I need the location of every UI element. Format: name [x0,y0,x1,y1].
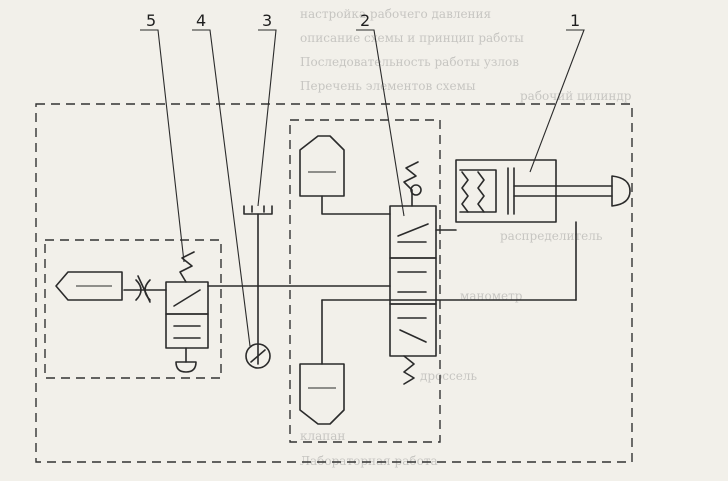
inlet-cup-ticks [251,205,265,213]
bleed-line-9: клапан [300,429,345,443]
callout-1: 1 [570,11,580,30]
callout-leaders [140,29,585,347]
valve-lower-square [389,303,437,357]
bleed-line-5: рабочий цилиндр [520,89,632,103]
bleed-line-2: описание схемы и принцип работы [300,31,524,45]
callout-3: 3 [262,11,272,30]
bleed-line-7: манометр [460,289,523,303]
leader-1 [529,29,585,173]
cylinder-component-1 [455,159,631,301]
lower-receiver-body [299,363,345,425]
valve-top-spring [403,161,419,207]
upper-receiver-body [299,135,345,197]
bleed-line-10: Лабораторная работа [300,454,438,468]
cylinder-chamber [459,169,497,213]
bleed-line-6: распределитель [500,229,603,243]
bleed-line-3: Последовательность работы узлов [300,55,519,69]
upper-receiver [299,135,345,197]
gauge-dial [245,343,271,369]
leader-5 [140,29,185,263]
bleed-line-8: дроссель [420,369,477,383]
upper-receiver-line [321,195,391,215]
bleed-through-layer: настройка рабочего давления описание схе… [300,7,632,468]
inlet-cup [243,205,273,215]
outer-enclosure-dashed [35,103,633,463]
cylinder-spring [461,171,485,213]
leader-3 [257,29,277,207]
inlet-filter-3 [243,205,273,215]
lower-receiver [299,363,345,425]
silencer [55,271,123,301]
gauge-needle [250,349,266,363]
cylinder-body [455,159,557,223]
control-lower-flow [173,325,201,339]
valve-upper-arrow [397,223,429,237]
throttle-adjust-arrow [137,275,151,303]
leader-4 [192,29,251,347]
control-group-dashed-box [44,239,222,379]
control-upper-arrow [173,289,201,307]
directional-valve-2 [389,161,437,385]
callout-2: 2 [360,11,370,30]
cylinder-rod-head [611,175,631,207]
pressure-gauge-4 [245,343,271,369]
valve-bottom-spring [403,355,415,385]
valve-upper-square [389,205,437,259]
bleed-line-1: настройка рабочего давления [300,7,491,21]
valve-top-roller [410,184,422,196]
leader-2 [356,29,405,217]
pipework [207,195,577,365]
control-valve-5 [123,251,209,373]
valve-lower-flow [397,317,427,343]
valve-middle-flow [397,271,427,293]
silencer-body [55,271,123,301]
control-push-button [175,361,197,373]
bleed-line-4: Перечень элементов схемы [300,79,476,93]
control-valve-lower [165,313,209,349]
callout-5: 5 [146,11,156,30]
valve-middle-square [389,257,437,305]
control-spring [179,251,195,283]
valve-group-dashed-box [289,119,441,443]
callout-4: 4 [196,11,206,30]
